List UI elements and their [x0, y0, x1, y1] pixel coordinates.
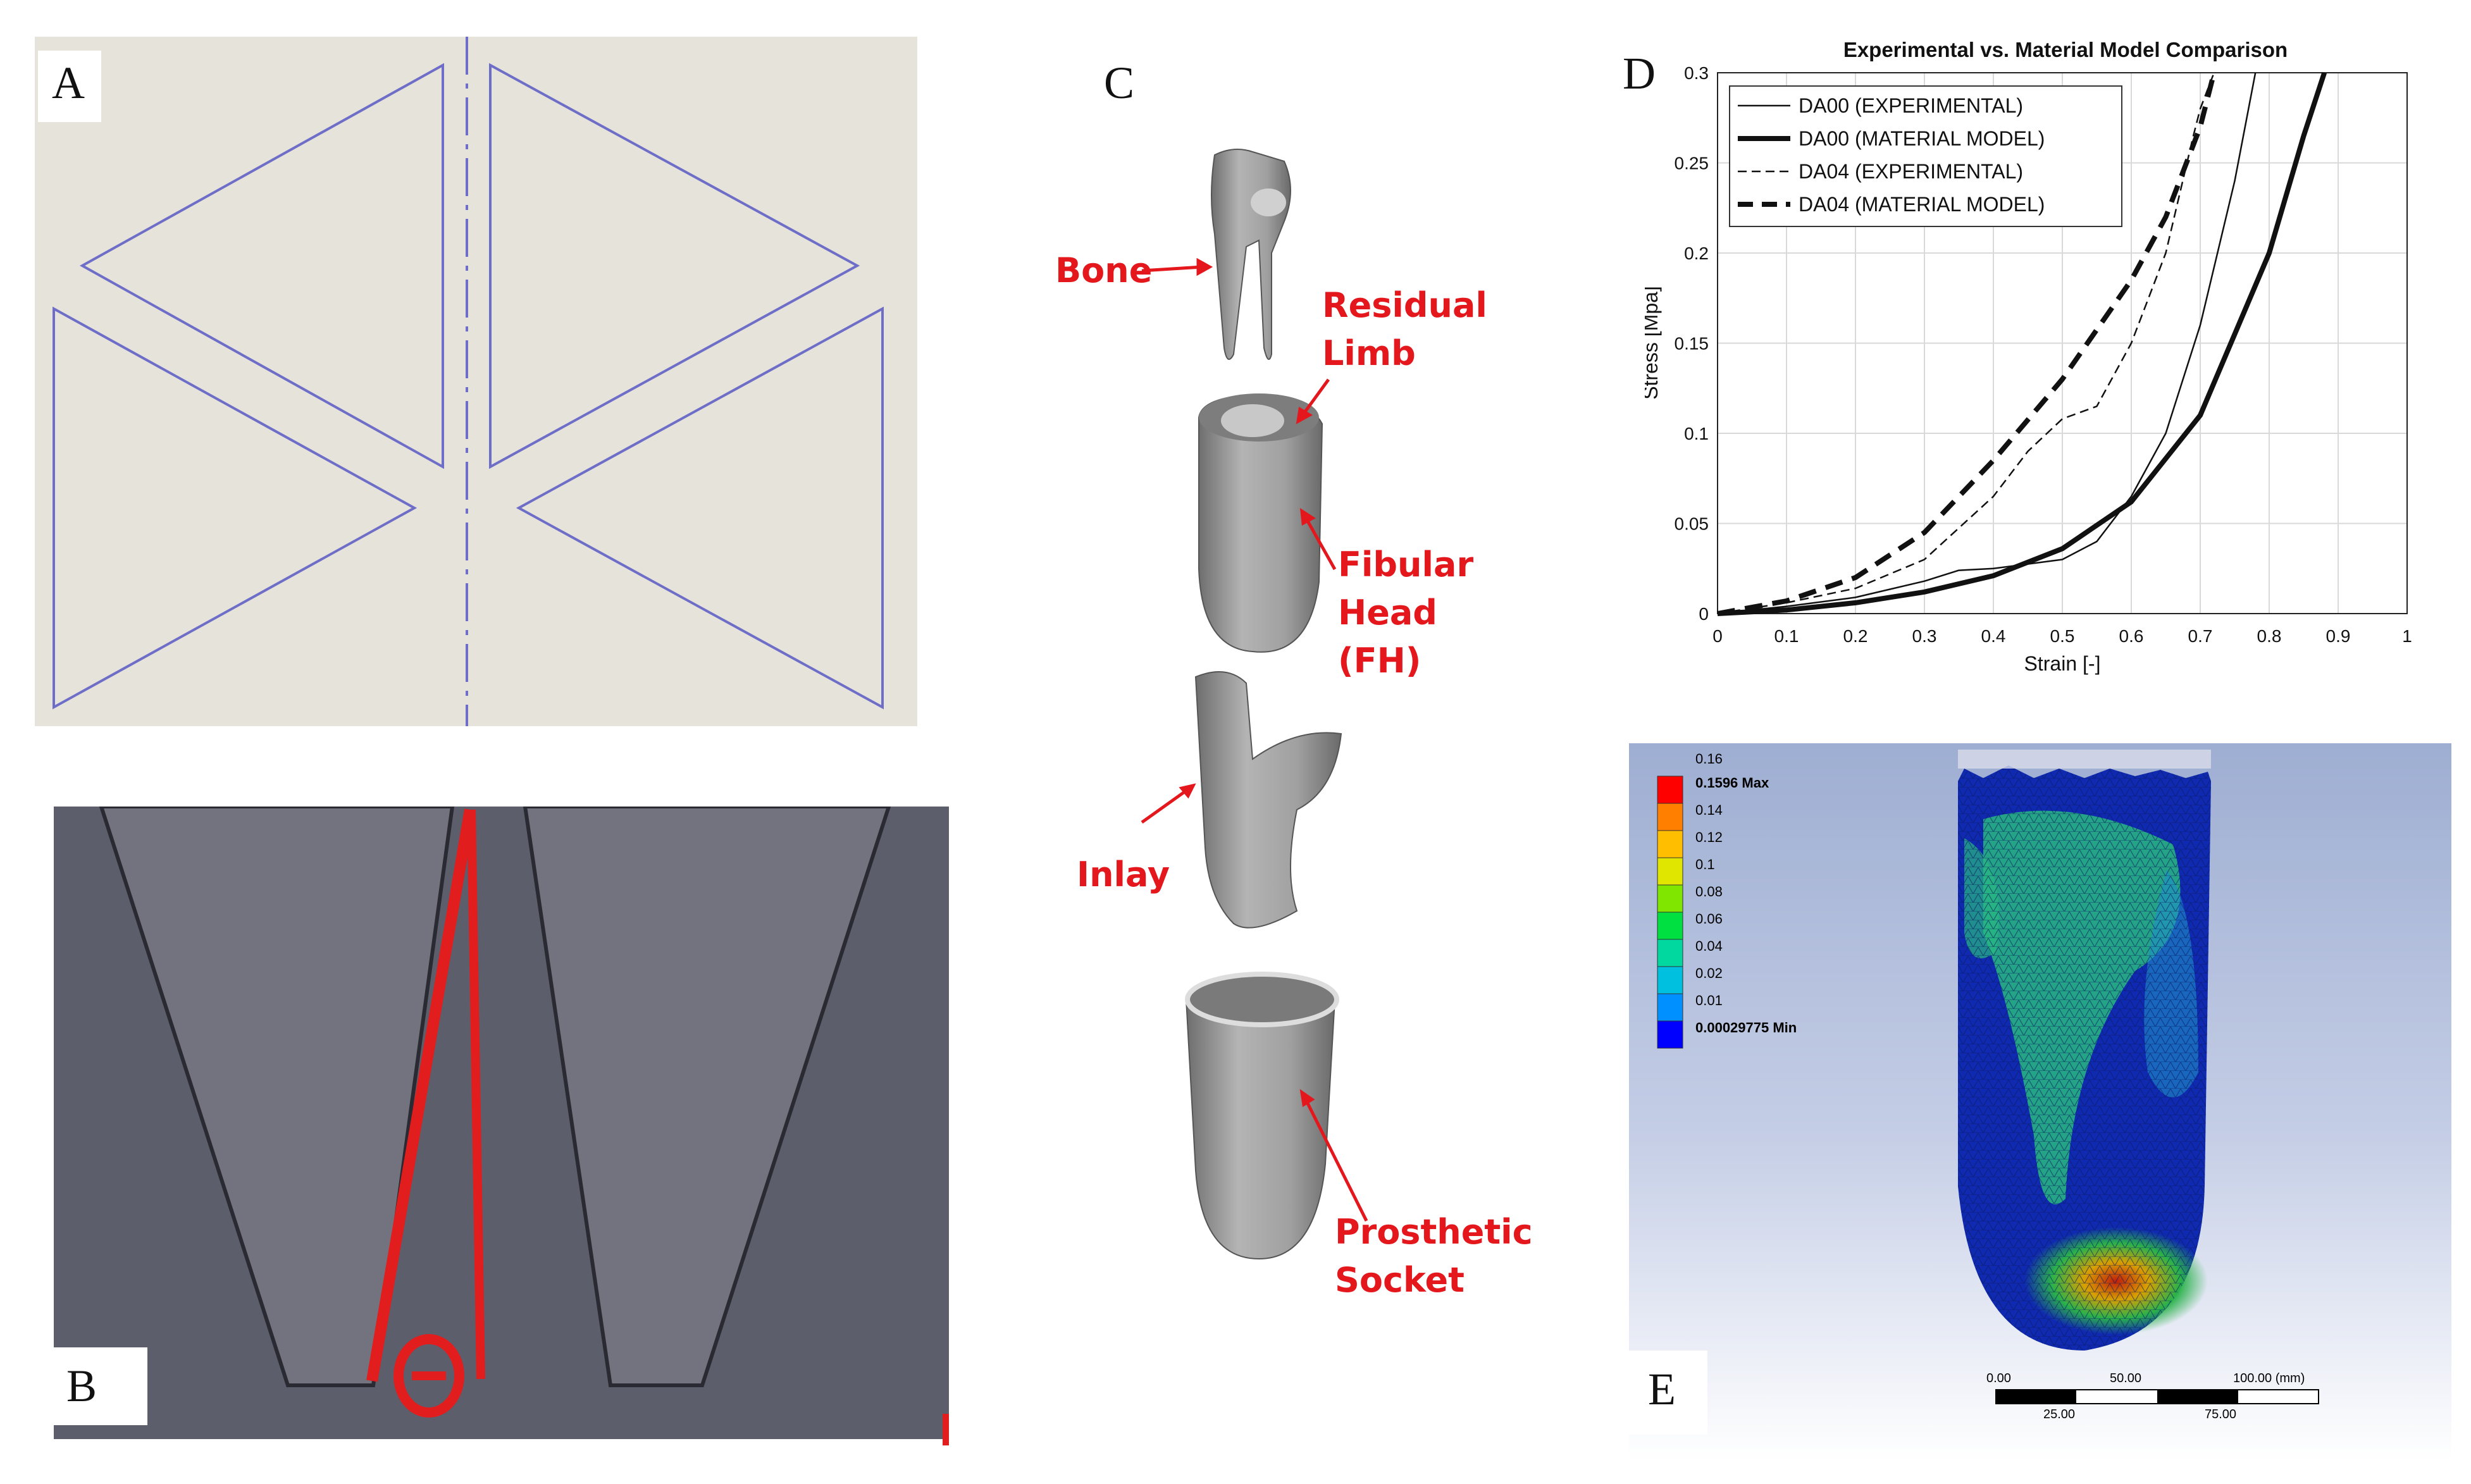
colorbar-tick-label: 0.1 — [1695, 856, 1715, 872]
x-tick-label: 0.2 — [1843, 626, 1868, 646]
colorbar-swatch — [1657, 993, 1683, 1022]
x-tick-label: 0.6 — [2119, 626, 2144, 646]
x-tick-label: 0.1 — [1774, 626, 1799, 646]
panel-c-label: C — [1104, 58, 1135, 108]
series-line-3 — [1717, 72, 2217, 616]
series-line-1 — [1717, 71, 2327, 616]
trapezoid-cavities — [99, 807, 891, 1418]
angle-line-vertical — [467, 809, 485, 1380]
bone-model — [1211, 149, 1291, 360]
legend-entry-2: DA04 (EXPERIMENTAL) — [1799, 160, 2024, 183]
colorbar-swatch — [1657, 966, 1683, 994]
x-tick-label: 0 — [1712, 626, 1723, 646]
inlay-model — [1194, 671, 1342, 929]
x-tick-label: 0.9 — [2326, 626, 2351, 646]
x-tick-label: 0.5 — [2050, 626, 2075, 646]
x-tick-label: 1 — [2402, 626, 2412, 646]
triangle-bottom-left — [53, 306, 418, 710]
y-tick-label: 0.3 — [1684, 63, 1709, 83]
angle-line-slanted — [366, 808, 476, 1382]
theta-symbol — [393, 1334, 464, 1418]
panel-e-label: E — [1629, 1351, 1707, 1435]
y-tick-label: 0.05 — [1675, 514, 1709, 534]
y-tick-label: 0.25 — [1675, 154, 1709, 173]
x-tick-label: 0.4 — [1981, 626, 2006, 646]
colorbar-tick-label: 0.04 — [1695, 938, 1723, 954]
residual-limb-model — [1198, 393, 1323, 653]
colorbar-tick-label: 0.08 — [1695, 884, 1723, 900]
fibular-head-arrow — [1304, 517, 1337, 571]
chart-legend: DA00 (EXPERIMENTAL) DA00 (MATERIAL MODEL… — [1729, 85, 2122, 227]
colorbar-swatch — [1657, 1020, 1683, 1049]
stress-strain-chart: 0 0.1 0.2 0.3 0.4 0.5 0.6 0.7 0.8 0.9 1 0 0.05 0.1 0.… — [1645, 63, 2412, 675]
colorbar-tick-label: 0.02 — [1695, 965, 1723, 981]
inlay-label: Inlay — [1077, 855, 1170, 894]
residual-limb-label: Residual Limb — [1322, 285, 1487, 373]
colorbar-tick-label: 0.16 — [1695, 751, 1723, 767]
y-tick-label: 0.2 — [1684, 244, 1709, 263]
y-tick-label: 0.1 — [1684, 424, 1709, 443]
scale-bar-label-50: 50.00 — [2110, 1371, 2142, 1385]
triangle-top-right — [489, 63, 860, 469]
prosthetic-socket-model — [1185, 972, 1339, 1260]
x-tick-label: 0.8 — [2257, 626, 2282, 646]
panel-e-fea-result: 0.16 0.1596 Max 0.14 0.12 0.1 0.08 0.06 0.04 0.0… — [1629, 743, 2451, 1461]
colorbar-swatch — [1657, 803, 1683, 831]
panel-b-render — [54, 807, 949, 1439]
triangle-pattern — [53, 37, 884, 726]
legend-entry-1: DA00 (MATERIAL MODEL) — [1799, 127, 2045, 150]
colorbar-swatch — [1657, 776, 1683, 804]
cavity-left — [99, 807, 455, 1387]
scale-bar-label-75: 75.00 — [2205, 1407, 2237, 1421]
scale-bar-label-100: 100.00 (mm) — [2233, 1371, 2305, 1385]
prosthetic-socket-arrow — [1304, 1099, 1368, 1222]
legend-swatches — [1738, 104, 1790, 207]
inlay-arrow — [1141, 789, 1187, 824]
colorbar-tick-label: 0.01 — [1695, 992, 1723, 1008]
plot-frame — [1717, 72, 2408, 614]
y-tick-label: 0.15 — [1675, 334, 1709, 354]
colorbar-swatch — [1657, 939, 1683, 967]
scale-bar-label-25: 25.00 — [2043, 1407, 2076, 1421]
panel-d-label: D — [1623, 48, 1656, 99]
legend-entry-3: DA04 (MATERIAL MODEL) — [1799, 193, 2045, 216]
x-axis-label: Strain [-] — [2024, 652, 2101, 675]
panel-b-edge-mark — [943, 1414, 949, 1445]
colorbar-tick-label: 0.06 — [1695, 911, 1723, 927]
series-line-2 — [1717, 72, 2215, 615]
panel-a-drawing — [35, 37, 917, 726]
prosthetic-socket-label: Prosthetic Socket — [1335, 1212, 1533, 1300]
colorbar-tick-label: 0.00029775 Min — [1695, 1020, 1797, 1036]
colorbar-swatch — [1657, 912, 1683, 940]
legend-entry-0: DA00 (EXPERIMENTAL) — [1799, 94, 2024, 117]
bone-arrow — [1141, 265, 1203, 273]
colorbar-swatch — [1657, 857, 1683, 886]
colorbar-tick-label: 0.1596 Max — [1695, 775, 1769, 791]
chart-title: Experimental vs. Material Model Comparis… — [1843, 38, 2288, 61]
colorbar-swatch — [1657, 830, 1683, 858]
panel-a-label: A — [38, 51, 101, 122]
y-tick-label: 0 — [1699, 604, 1709, 624]
residual-limb-arrow — [1301, 378, 1330, 416]
triangle-top-left — [79, 63, 444, 469]
panel-b-label: B — [35, 1347, 148, 1425]
colorbar-swatch — [1657, 884, 1683, 913]
colorbar-tick-label: 0.14 — [1695, 802, 1723, 818]
socket-stress-contour: 0.16 0.1596 Max 0.14 0.12 0.1 0.08 0.06 0.04 0.0… — [1657, 750, 2319, 1404]
cavity-right — [523, 807, 891, 1387]
triangle-bottom-right — [516, 306, 884, 710]
bone-label: Bone — [1055, 250, 1153, 290]
scale-bar — [1995, 1389, 2319, 1404]
colorbar-tick-label: 0.12 — [1695, 829, 1723, 845]
x-tick-label: 0.7 — [2188, 626, 2213, 646]
y-axis-label: Stress [Mpa] — [1645, 286, 1662, 400]
fibular-head-label: Fibular Head (FH) — [1338, 545, 1474, 681]
scale-bar-label-0: 0.00 — [1986, 1371, 2011, 1385]
series-line-0 — [1717, 72, 2257, 615]
exploded-model-view — [1141, 149, 1368, 1260]
x-tick-label: 0.3 — [1912, 626, 1937, 646]
